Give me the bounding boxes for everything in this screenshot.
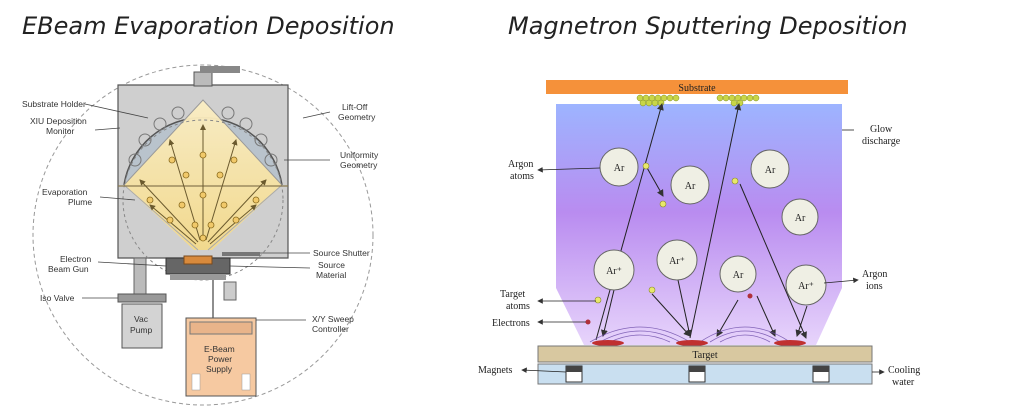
label-target-atoms-line2: atoms [506, 301, 530, 312]
label-xiu-line2: Monitor [46, 126, 75, 136]
top-feedthrough [200, 66, 240, 73]
argon-atoms [599, 147, 819, 293]
label-material-line1: Source [318, 260, 345, 270]
label-substrate-holder: Substrate Holder [22, 99, 86, 109]
source-material [183, 255, 213, 265]
label-argon-atoms-line1: Argon [508, 159, 533, 170]
label-ar-ion-1: Ar⁺ [606, 266, 622, 277]
label-argon-ions-line2: ions [866, 281, 883, 292]
label-sweep-line1: X/Y Sweep [312, 314, 354, 324]
argon-ions [593, 239, 827, 306]
label-gun-line2: Beam Gun [48, 264, 89, 274]
label-sweep-line2: Controller [312, 324, 349, 334]
label-ar-1: Ar [614, 163, 625, 174]
label-electrons: Electrons [492, 318, 530, 329]
label-vac-line1: Vac [134, 314, 149, 324]
iso-valve [117, 293, 167, 303]
label-cooling-line1: Cooling [888, 365, 920, 376]
label-supply-line3: Supply [206, 364, 233, 374]
label-ar-3: Ar [765, 165, 776, 176]
label-liftoff-line2: Geometry [338, 112, 376, 122]
label-source-shutter: Source Shutter [313, 248, 370, 258]
label-uniformity-line1: Uniformity [340, 150, 379, 160]
label-glow-line2: discharge [862, 136, 901, 147]
uniformity-geometry-circle [122, 119, 284, 281]
label-iso-valve: Iso Valve [40, 293, 75, 303]
label-argon-ions-line1: Argon [862, 269, 887, 280]
label-substrate: Substrate [678, 83, 716, 94]
label-glow-line1: Glow [870, 124, 893, 135]
label-ar-ion-3: Ar⁺ [798, 281, 814, 292]
label-target-atoms-line1: Target [500, 289, 525, 300]
label-cooling-line2: water [892, 377, 915, 388]
label-target: Target [692, 350, 717, 361]
sputtering-diagram: Substrate [478, 80, 920, 388]
source-shutter [222, 252, 260, 256]
sputtering-title: Magnetron Sputtering Deposition [508, 12, 908, 40]
label-supply-line1: E-Beam [204, 344, 235, 354]
target-plate [537, 345, 873, 363]
label-uniformity-line2: Geometry [340, 160, 378, 170]
label-ar-ion-2: Ar⁺ [669, 256, 685, 267]
label-liftoff-line1: Lift-Off [342, 102, 368, 112]
evaporation-diagram: Substrate Holder XIU Deposition Monitor … [22, 64, 379, 406]
label-plume-line2: Plume [68, 197, 92, 207]
label-ar-4: Ar [795, 213, 806, 224]
label-xiu-line1: XIU Deposition [30, 116, 87, 126]
label-vac-line2: Pump [130, 325, 152, 335]
label-plume-line1: Evaporation [42, 187, 88, 197]
substrate-bar [546, 80, 848, 94]
label-supply-line2: Power [208, 354, 232, 364]
label-ar-2: Ar [685, 181, 696, 192]
evaporation-title: EBeam Evaporation Deposition [22, 12, 395, 40]
label-argon-atoms-line2: atoms [510, 171, 534, 182]
label-gun-line1: Electron [60, 254, 91, 264]
label-ar-5: Ar [733, 270, 744, 281]
label-material-line2: Material [316, 270, 346, 280]
label-magnets: Magnets [478, 365, 513, 376]
chamber-top-port [193, 71, 213, 87]
liftoff-geometry-circle [32, 64, 374, 406]
vac-pump [121, 303, 163, 349]
